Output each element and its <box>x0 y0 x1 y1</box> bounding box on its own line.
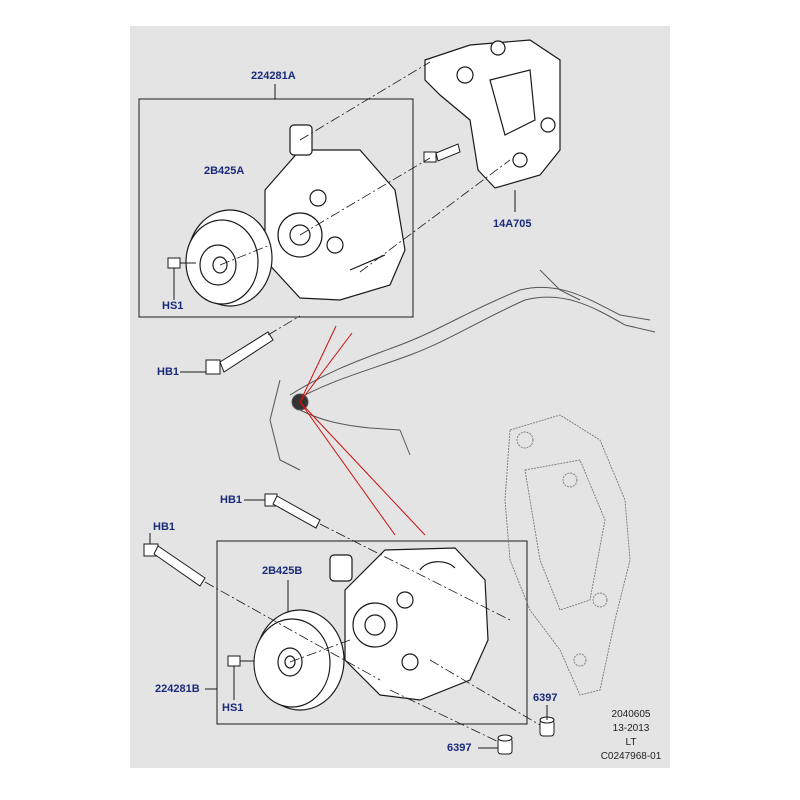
reference-line-1: 2040605 <box>611 709 651 720</box>
callout-14a705: 14A705 <box>493 218 532 230</box>
lower-left-bolt-hb1 <box>143 543 206 587</box>
callout-224281a: 224281A <box>251 70 296 82</box>
reference-line-3: LT <box>625 737 637 748</box>
reference-line-4: C0247968-01 <box>600 751 662 762</box>
lower-pump-body <box>329 547 489 701</box>
middle-bolt-axis <box>267 315 301 336</box>
callout-hb1-lower-right: HB1 <box>220 494 243 506</box>
alignment-lines-lower <box>204 523 546 746</box>
lower-right-bolt-hb1 <box>264 493 321 529</box>
callout-hb1-lower-left: HB1 <box>153 521 176 533</box>
bracket-14a705 <box>424 39 561 189</box>
highlight-lines <box>299 325 426 536</box>
callout-224281b: 224281B <box>155 683 200 695</box>
reference-line-2: 13-2013 <box>612 723 650 734</box>
callout-hb1-middle: HB1 <box>157 366 180 378</box>
engine-bracket-sketch <box>504 414 631 696</box>
upper-pump-body <box>264 124 406 301</box>
callout-hs1-upper: HS1 <box>162 300 184 312</box>
callout-6397-bottom: 6397 <box>447 742 472 754</box>
bush-6397-bottom <box>497 734 513 755</box>
upper-pulley <box>185 209 273 307</box>
bracket-bolt <box>423 143 461 163</box>
callout-2b425a: 2B425A <box>204 165 245 177</box>
middle-bolt-hb1 <box>205 331 274 375</box>
diagram-reference-block: 2040605 13-2013 LT C0247968-01 <box>586 708 676 764</box>
callout-2b425b: 2B425B <box>262 565 303 577</box>
callout-6397-right: 6397 <box>533 692 558 704</box>
callout-hs1-lower: HS1 <box>222 702 244 714</box>
alignment-lines-upper <box>219 61 511 273</box>
lower-assembly-frame <box>216 540 528 725</box>
upper-assembly-frame <box>138 98 414 318</box>
